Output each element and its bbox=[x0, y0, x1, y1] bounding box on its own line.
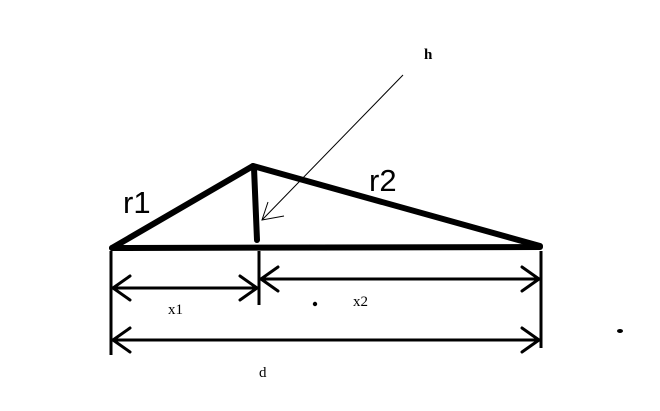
h-pointer-arrowhead bbox=[261, 201, 285, 221]
label-d: d bbox=[259, 365, 267, 381]
stray-dot bbox=[617, 329, 623, 333]
label-r1: r1 bbox=[123, 185, 151, 220]
stray-dot bbox=[312, 301, 318, 307]
label-x1: x1 bbox=[168, 302, 183, 318]
x2-dimension-arrow bbox=[259, 265, 541, 293]
label-r2: r2 bbox=[369, 163, 397, 198]
label-x2: x2 bbox=[353, 294, 368, 310]
base-line bbox=[109, 244, 543, 251]
label-h: h bbox=[424, 47, 433, 63]
x1-dimension-arrow bbox=[111, 274, 259, 302]
side-r2 bbox=[250, 163, 543, 249]
side-r1 bbox=[109, 163, 256, 251]
d-dimension-arrow bbox=[111, 326, 541, 354]
h-pointer-line bbox=[261, 74, 404, 221]
height-line bbox=[251, 165, 260, 243]
